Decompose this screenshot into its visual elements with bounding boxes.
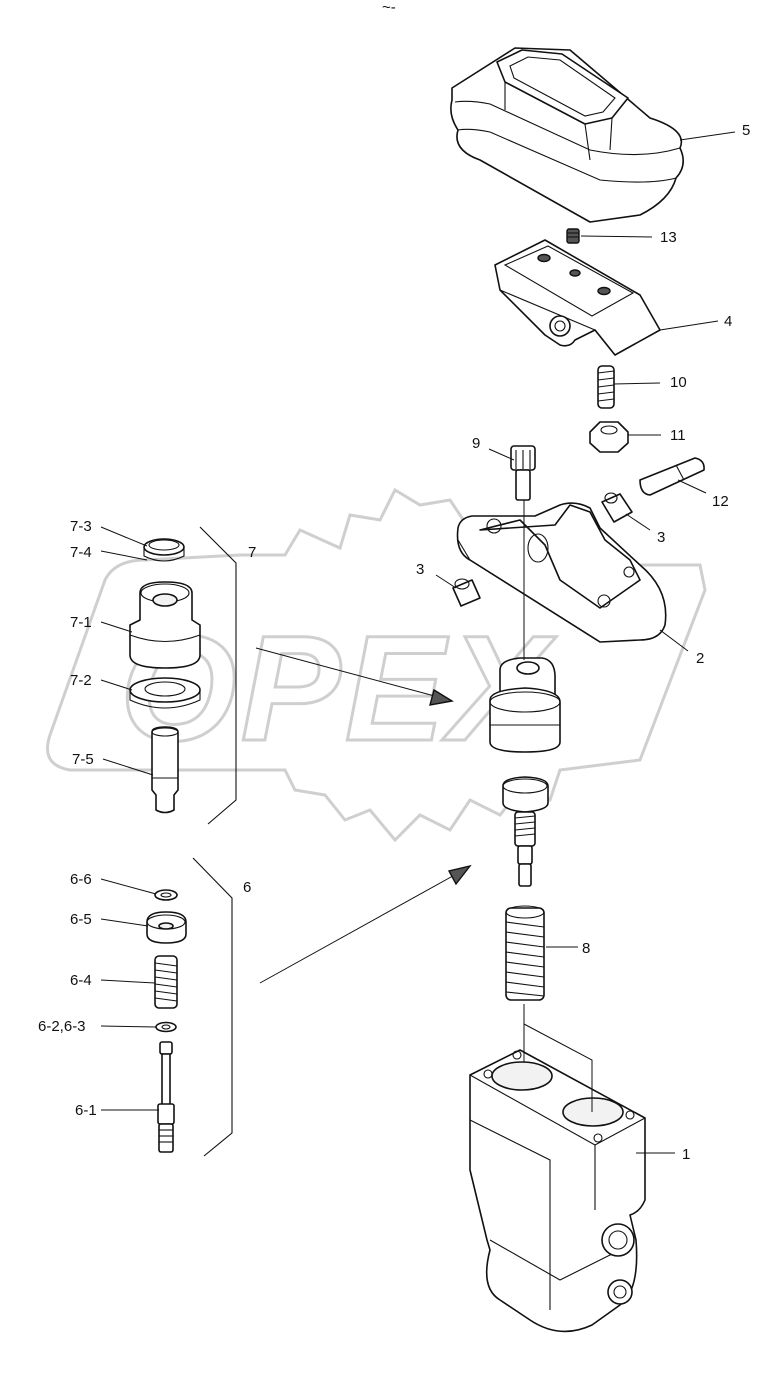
center-axis-lines [523,500,593,1112]
callout-3-left: 3 [416,561,424,578]
part-6-1-spool [157,1041,175,1153]
part-3-bushing-left [452,578,481,607]
part-1-valve-body [469,1049,646,1333]
callout-11: 11 [670,427,686,444]
part-6-6-washer [154,889,178,901]
callout-13: 13 [660,229,677,246]
bracket-7 [199,526,237,825]
part-6-2-6-3-shim [155,1021,177,1033]
plunger-assembly [489,657,561,753]
callout-8: 8 [582,940,590,957]
bracket-6 [192,857,233,1157]
part-11-hex-nut [589,421,629,453]
part-2-base-plate [456,502,667,643]
callout-3-right: 3 [657,529,665,546]
callout-10: 10 [670,374,687,391]
callout-5: 5 [742,122,750,139]
part-3-bushing-right [601,492,633,523]
part-13-set-screw [566,228,580,244]
spring-seat-stem [502,776,549,887]
callout-7: 7 [248,544,256,561]
part-7-1-plunger-guide [129,581,201,669]
callout-9: 9 [472,435,480,452]
leader-lines [100,131,736,1154]
callout-12: 12 [712,493,729,510]
callout-6-1: 6-1 [75,1102,97,1119]
part-7-3-ring [143,538,185,562]
part-5-rubber-boot [450,47,684,223]
callout-6-4: 6-4 [70,972,92,989]
callout-labels: 5 13 4 10 11 9 12 3 3 2 8 1 7 7-3 7-4 7-… [38,122,750,1163]
part-8-spring [505,905,545,1001]
part-7-2-seal [129,677,201,709]
callout-7-1: 7-1 [70,614,92,631]
callout-6: 6 [243,879,251,896]
part-12-pin [639,457,705,496]
part-9-cap-screw [510,445,536,501]
part-4-handle-bracket [494,239,661,356]
callout-7-2: 7-2 [70,672,92,689]
part-6-4-spring [154,955,178,1009]
callout-6-5: 6-5 [70,911,92,928]
callout-7-4: 7-4 [70,544,92,561]
header-mark: ~- [382,0,396,16]
callout-2: 2 [696,650,704,667]
part-10-threaded-stud [597,365,615,409]
callout-4: 4 [724,313,732,330]
callout-7-5: 7-5 [72,751,94,768]
assembly-arrow-6 [259,864,472,984]
part-7-5-plunger [151,726,179,814]
part-6-5-spring-seat [146,911,187,944]
callout-7-3: 7-3 [70,518,92,535]
callout-1: 1 [682,1146,690,1163]
callout-6-2-6-3: 6-2,6-3 [38,1018,86,1035]
callout-6-6: 6-6 [70,871,92,888]
assembly-arrow-7 [255,647,454,706]
